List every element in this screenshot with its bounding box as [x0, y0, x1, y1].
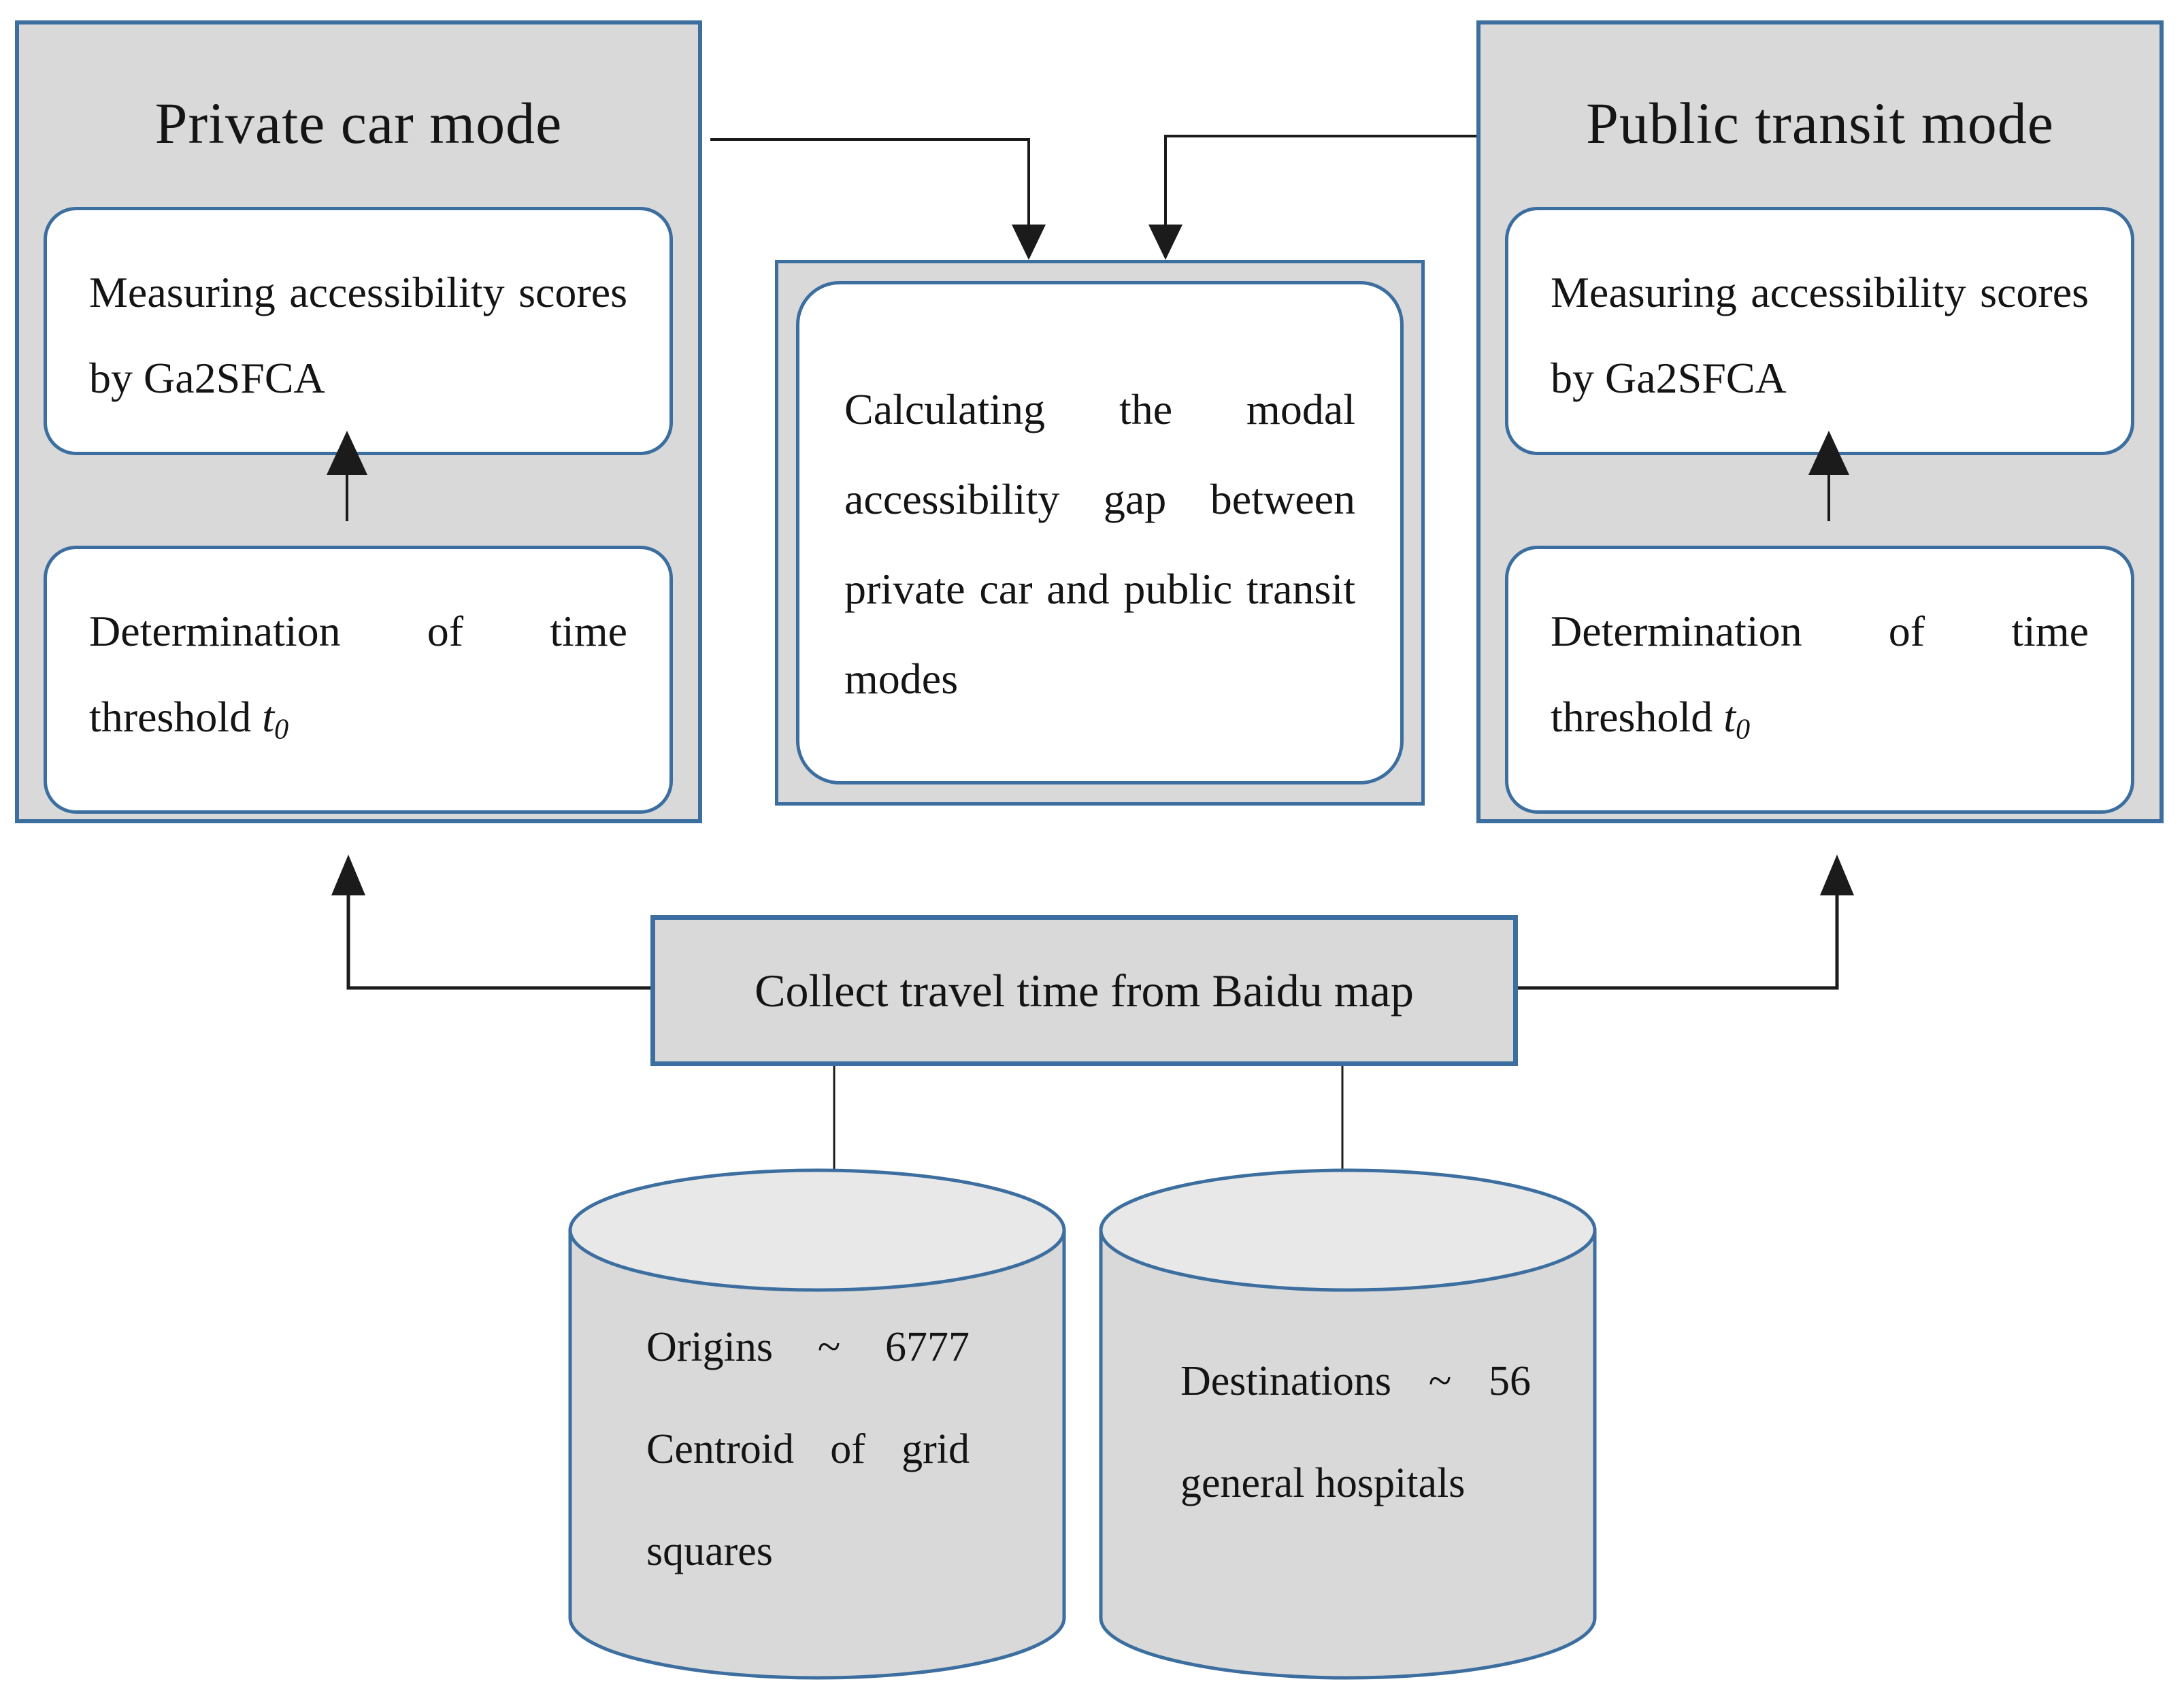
private-car-threshold-box: Determination of time threshold t0 [44, 546, 673, 814]
public-transit-threshold-subscript: 0 [1735, 713, 1751, 746]
panel-private-car: Private car mode Measuring accessibility… [15, 20, 702, 823]
destinations-cylinder-text: Destinations ~ 56 general hospitals [1180, 1358, 1531, 1506]
private-car-threshold-symbol: t [262, 693, 274, 741]
private-car-threshold-text: Determination of time threshold [89, 607, 627, 741]
public-transit-threshold-box: Determination of time threshold t0 [1505, 546, 2134, 814]
public-transit-threshold-symbol: t [1723, 693, 1736, 741]
collect-travel-time-box: Collect travel time from Baidu map [650, 915, 1518, 1066]
panel-public-transit-title: Public transit mode [1586, 90, 2054, 156]
public-transit-threshold-text: Determination of time threshold [1551, 607, 2089, 741]
private-car-measuring-box: Measuring accessibility scores by Ga2SFC… [44, 207, 673, 455]
arrow-collect-to-private [331, 855, 650, 990]
arrow-private-to-gap [710, 138, 1046, 260]
modal-gap-box: Calculating the modal accessibility gap … [775, 260, 1425, 806]
public-transit-measuring-box: Measuring accessibility scores by Ga2SFC… [1505, 207, 2134, 455]
panel-public-transit: Public transit mode Measuring accessibil… [1476, 20, 2164, 823]
public-transit-measuring-text: Measuring accessibility scores by Ga2SFC… [1551, 268, 2089, 402]
arrow-collect-to-transit [1518, 855, 1854, 990]
collect-travel-time-text: Collect travel time from Baidu map [755, 964, 1414, 1016]
modal-gap-inner-box: Calculating the modal accessibility gap … [796, 281, 1404, 784]
origins-cylinder-text: Origins ~ 6777 Centroid of grid squares [646, 1324, 970, 1574]
panel-private-car-title: Private car mode [154, 90, 563, 156]
arrow-transit-to-gap [1148, 135, 1476, 260]
private-car-threshold-subscript: 0 [274, 713, 289, 746]
private-car-measuring-text: Measuring accessibility scores by Ga2SFC… [89, 268, 627, 402]
